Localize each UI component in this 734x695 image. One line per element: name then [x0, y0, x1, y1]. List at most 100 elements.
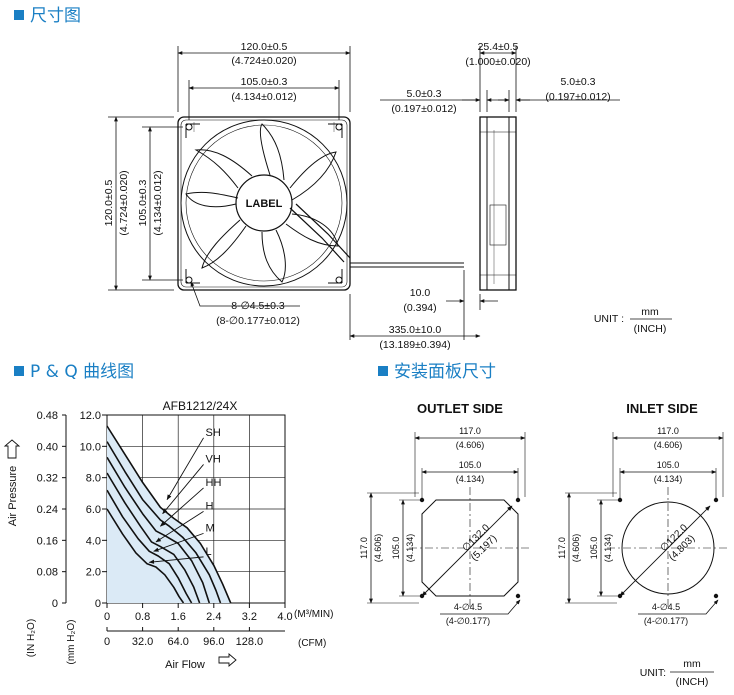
shaded-region: [107, 415, 231, 603]
series-line-hh: [106, 456, 211, 604]
flange-left: 5.0±0.3: [407, 88, 442, 100]
series-callout-hh: [159, 487, 204, 527]
x-unit-primary: (M³/MIN): [294, 609, 333, 620]
panel-w117: 117.0: [459, 426, 481, 436]
overall-height-inch: (4.724±0.020): [118, 170, 130, 235]
x-tick-label: 0: [104, 611, 110, 623]
panel-w117: 117.0: [657, 426, 679, 436]
panel-h117-inch: (4.606): [571, 534, 581, 563]
panel-h105: 105.0: [589, 537, 599, 560]
dimension-header-text: 尺寸图: [30, 6, 81, 26]
x-axis-right-arrow-icon: [218, 653, 237, 667]
unit-top-inch: (INCH): [634, 323, 667, 335]
series-label-hh: HH: [206, 477, 222, 489]
series-callout-l: [148, 556, 204, 564]
y-tick-label: 2.0: [86, 567, 101, 579]
overall-width: 120.0±0.5: [241, 41, 288, 53]
unit-bottom-mm: mm: [683, 658, 701, 670]
y-unit-primary: (mm H₂O): [66, 620, 77, 665]
x-tick-label: 0.8: [135, 611, 150, 623]
side-depth: 25.4±0.5: [478, 41, 519, 53]
lead-length-inch: (13.189±0.394): [379, 339, 450, 351]
mount-holes: 8-∅4.5±0.3: [231, 300, 285, 312]
x-unit-secondary: (CFM): [298, 638, 326, 649]
strip-length-inch: (0.394): [403, 302, 436, 314]
x-secondary-tick-label: 32.0: [132, 636, 153, 648]
y-tick-label: 10.0: [80, 441, 101, 453]
square-bullet-icon: [14, 10, 24, 20]
panel-h117: 117.0: [557, 537, 567, 559]
panel-w105-inch: (4.134): [456, 474, 485, 484]
panel-holes-inch: (4-∅0.177): [446, 616, 490, 626]
diameter-line: [619, 505, 711, 597]
pq-header: P & Q 曲线图: [14, 362, 134, 382]
x-secondary-tick-label: 96.0: [203, 636, 224, 648]
panel-h117: 117.0: [359, 537, 369, 559]
y-tick-label: 0: [95, 598, 101, 610]
series-label-h: H: [206, 500, 214, 512]
series-callout-vh: [162, 464, 204, 515]
strip-length: 10.0: [410, 287, 431, 299]
x-tick-label: 2.4: [206, 611, 221, 623]
mount-holes-inch: (8-∅0.177±0.012): [216, 315, 300, 327]
outlet-title: OUTLET SIDE: [417, 401, 503, 416]
lead-length: 335.0±10.0: [389, 324, 442, 336]
square-bullet-icon: [14, 366, 24, 376]
series-line-h: [106, 472, 201, 604]
y-secondary-tick-label: 0.32: [37, 473, 58, 485]
series-callout-sh: [166, 437, 204, 501]
side-depth-inch: (1.000±0.020): [465, 56, 530, 68]
x-tick-label: 3.2: [242, 611, 257, 623]
x-axis-label: Air Flow: [165, 659, 205, 671]
label-text: LABEL: [246, 198, 283, 210]
panel-holes: 4-∅4.5: [652, 602, 680, 612]
flange-left-inch: (0.197±0.012): [391, 103, 456, 115]
series-line-sh: [106, 425, 232, 604]
series-label-m: M: [206, 522, 215, 534]
panel-w117-inch: (4.606): [654, 440, 683, 450]
holes-leader: [440, 599, 521, 615]
square-bullet-icon: [378, 366, 388, 376]
x-tick-label: 4.0: [277, 611, 292, 623]
hole-height: 105.0±0.3: [137, 180, 149, 227]
series-label-vh: VH: [206, 453, 221, 465]
side-dim-lines: [349, 46, 620, 340]
y-secondary-tick-label: 0.48: [37, 410, 58, 422]
unit-bottom-label: UNIT:: [640, 667, 666, 679]
lead-wire: [350, 262, 464, 268]
series-callout-h: [155, 511, 204, 543]
series-line-vh: [106, 441, 222, 604]
y-axis-label: Air Pressure: [7, 466, 19, 527]
unit-top-mm: mm: [641, 306, 659, 318]
y-axis-up-arrow-icon: [3, 439, 21, 459]
panel-w105: 105.0: [657, 460, 680, 470]
diameter-line: [421, 505, 513, 597]
inlet-title: INLET SIDE: [626, 401, 698, 416]
side-view: [479, 116, 517, 291]
panel-header-text: 安装面板尺寸: [394, 362, 496, 382]
flange-right-inch: (0.197±0.012): [545, 91, 610, 103]
hole-width-inch: (4.134±0.012): [231, 91, 296, 103]
y-tick-label: 8.0: [86, 473, 101, 485]
panel-h105-inch: (4.134): [603, 534, 613, 563]
holes-leader: [638, 599, 719, 615]
series-label-l: L: [206, 546, 212, 558]
panel-holes-inch: (4-∅0.177): [644, 616, 688, 626]
mount-hole: [713, 593, 719, 599]
x-secondary-tick-label: 128.0: [236, 636, 264, 648]
hole-width: 105.0±0.3: [241, 76, 288, 88]
y-unit-secondary: (IN H₂O): [26, 619, 37, 657]
panel-w105: 105.0: [459, 460, 482, 470]
panel-h105: 105.0: [391, 537, 401, 560]
overall-width-inch: (4.724±0.020): [231, 55, 296, 67]
panel-h105-inch: (4.134): [405, 534, 415, 563]
flange-right: 5.0±0.3: [561, 76, 596, 88]
x-secondary-tick-label: 0: [104, 636, 110, 648]
outlet-panel: ∅132.0(5.197)117.0(4.606)105.0(4.134)117…: [359, 426, 531, 626]
inlet-panel: ∅122.0(4.803)117.0(4.606)105.0(4.134)117…: [557, 426, 729, 626]
x-secondary-tick-label: 64.0: [167, 636, 188, 648]
panel-h117-inch: (4.606): [373, 534, 383, 563]
front-dim-lines: [108, 46, 351, 307]
